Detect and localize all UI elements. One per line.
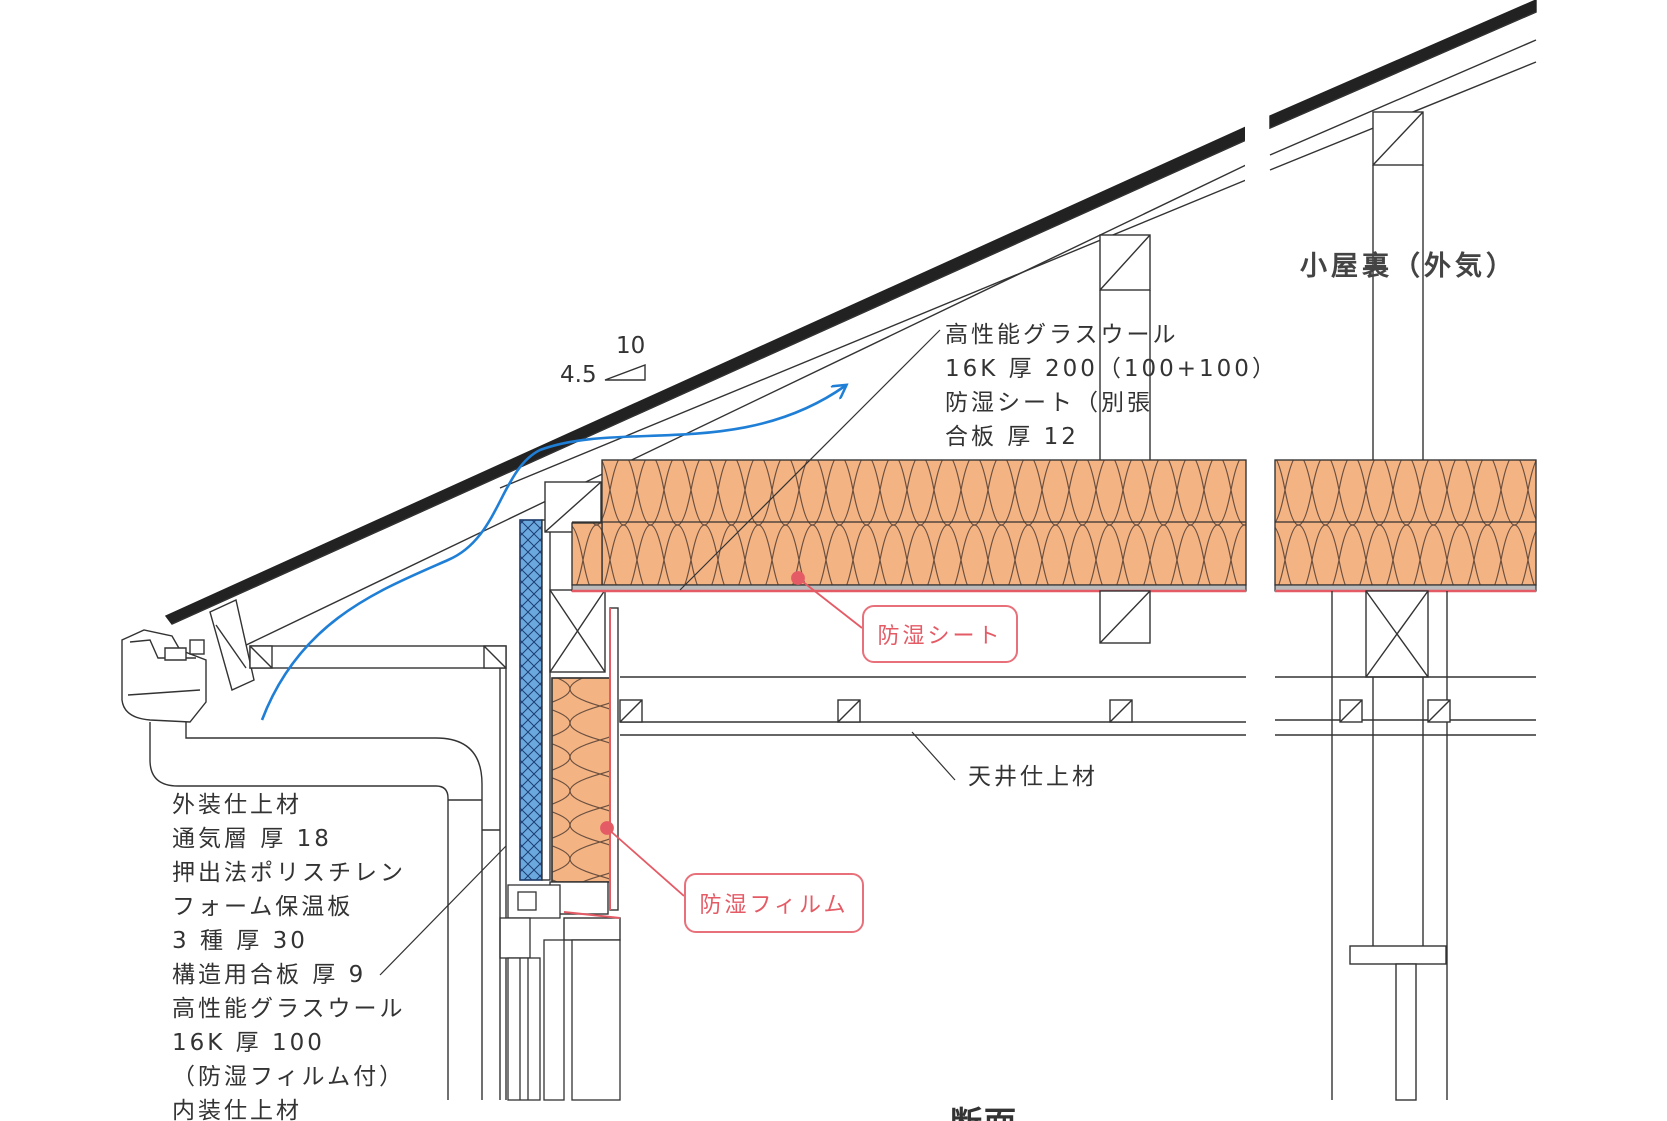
ceiling-insulation [571,459,1247,593]
wall-spec-line: 16K 厚 100 [172,1030,325,1056]
wall-spec-line: 通気層 厚 18 [172,826,332,852]
wall-spec-line: フォーム保温板 [172,894,354,920]
roof [164,0,1537,1100]
downpipe [149,722,500,1100]
attic-label: 小屋裏（外気） [1300,251,1517,282]
wall-spec-line: （防湿フィルム付） [172,1064,406,1090]
eave-soffit [249,645,507,1100]
wall-spec: 外装仕上材 通気層 厚 18 押出法ポリスチレン フォーム保温板 3 種 厚 3… [172,788,406,1121]
window-frame [499,884,621,1101]
roof-spec: 高性能グラスウール 16K 厚 200（100+100） 防湿シート（別張 合板… [945,318,1278,454]
wall-spec-line: 高性能グラスウール [172,996,406,1022]
drawing-title: 断面 [950,1098,1018,1121]
wall [519,481,621,941]
slope-symbol [604,363,646,381]
slope-rise: 4.5 [560,362,597,388]
wall-spec-line: 押出法ポリスチレン [172,860,406,886]
callout-leaders [600,571,863,897]
framing [499,111,1536,1101]
leader-lines [379,329,956,976]
slope-run: 10 [616,333,646,359]
roof-spec-line: 合板 厚 12 [945,424,1079,450]
airflow-arrow [260,386,845,721]
ceiling-label: 天井仕上材 [968,764,1098,790]
gutter [121,629,207,723]
wall-spec-line: 内装仕上材 [172,1098,302,1121]
callout-vapor-sheet: 防湿シート [862,605,1018,663]
roof-spec-line: 防湿シート（別張 [945,390,1153,416]
callout-vapor-film: 防湿フィルム [684,873,864,933]
ceiling-insulation-right [1274,459,1537,593]
roof-spec-line: 高性能グラスウール [945,322,1179,348]
wall-spec-line: 構造用合板 厚 9 [172,962,367,988]
wall-spec-line: 外装仕上材 [172,792,302,818]
roof-spec-line: 16K 厚 200（100+100） [945,356,1278,382]
wall-spec-line: 3 種 厚 30 [172,928,308,954]
